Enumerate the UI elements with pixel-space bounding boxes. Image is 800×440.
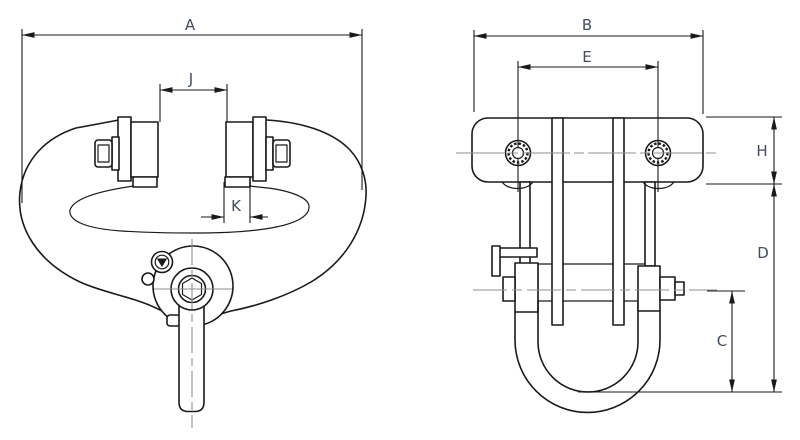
front-right-jaw-block [225, 121, 254, 178]
front-left-jaw-plate [117, 116, 132, 182]
dim-label-b: B [582, 16, 592, 34]
dim-label-j: J [188, 70, 193, 88]
side-inner-plate-left [551, 117, 564, 326]
side-pin-head [491, 245, 501, 277]
side-head-block [471, 117, 704, 183]
front-left-bolt-hex-face [97, 144, 110, 163]
side-shackle-bolt-tip [674, 281, 685, 296]
front-handle-tab [166, 314, 181, 327]
dim-label-h: H [756, 142, 767, 160]
side-hub-block [514, 262, 539, 313]
dim-label-a: A [185, 16, 196, 34]
front-left-jaw-block [130, 121, 159, 178]
front-right-bolt-hex-face [275, 144, 288, 163]
dim-label-e: E [582, 48, 591, 66]
side-outer-plate-right [644, 181, 656, 267]
side-shackle-nut-right [659, 276, 676, 301]
dim-label-k: K [231, 197, 242, 215]
front-handle-bar [178, 298, 205, 413]
side-view: B E H D C [456, 16, 782, 414]
front-right-bolt-hex [272, 139, 291, 168]
front-left-bolt-hex [94, 139, 113, 168]
front-left-bolt-collar [111, 136, 120, 171]
front-jaw-slot [69, 185, 310, 234]
side-hub-nut [502, 276, 516, 302]
front-right-bolt-collar [265, 136, 274, 171]
front-right-jaw-step [224, 176, 251, 188]
side-shackle-arm-right [637, 265, 661, 312]
front-view: A J K [18, 16, 367, 428]
side-inner-plate-right [612, 117, 625, 326]
front-left-jaw-step [132, 176, 158, 188]
dim-label-c: C [717, 332, 727, 350]
dim-label-d: D [757, 244, 769, 262]
front-pin-hole [141, 272, 155, 286]
side-pin-shaft [498, 247, 538, 258]
side-shackle-outer [514, 310, 661, 414]
front-right-jaw-plate [252, 116, 267, 182]
front-body-right-arm [203, 119, 367, 322]
front-lock-screw-drive [156, 258, 168, 267]
